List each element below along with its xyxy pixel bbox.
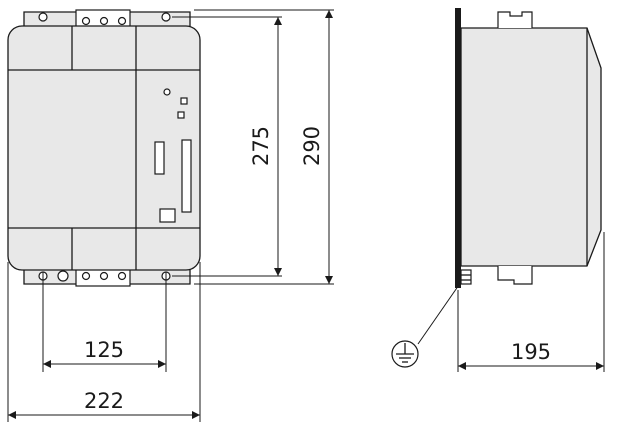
mounting-plate (455, 8, 461, 288)
front-height-dimensions: 275 290 (172, 9, 334, 285)
bottom-clip (497, 266, 533, 285)
mounting-hole-top-right (161, 12, 171, 22)
terminal-screw (99, 271, 109, 281)
dimension-label-290: 290 (300, 126, 324, 166)
dip-switch (180, 97, 188, 105)
front-view (7, 9, 201, 287)
ground-screw (57, 270, 69, 282)
terminal-screw (81, 16, 91, 26)
front-housing (7, 25, 201, 271)
terminal-strip-left (154, 141, 165, 175)
dimension-label-222: 222 (84, 389, 124, 413)
dip-switch (177, 111, 185, 119)
side-housing (460, 27, 602, 267)
connector-port (159, 208, 176, 223)
top-clip (497, 11, 533, 28)
mounting-hole-top-left (38, 12, 48, 22)
dimension-label-125: 125 (84, 338, 124, 362)
side-ground-screw (460, 269, 472, 285)
terminal-screw (81, 271, 91, 281)
dimension-label-275: 275 (249, 126, 273, 166)
led-indicator (163, 88, 171, 96)
ground-symbol (391, 281, 462, 368)
side-view (455, 8, 602, 288)
front-width-dimensions: 125 222 (7, 262, 201, 422)
terminal-screw (99, 16, 109, 26)
terminal-screw (117, 16, 127, 26)
side-depth-dimension: 195 (457, 232, 605, 372)
terminal-screw (117, 271, 127, 281)
dimension-label-195: 195 (511, 340, 551, 364)
terminal-strip-right (181, 139, 192, 213)
